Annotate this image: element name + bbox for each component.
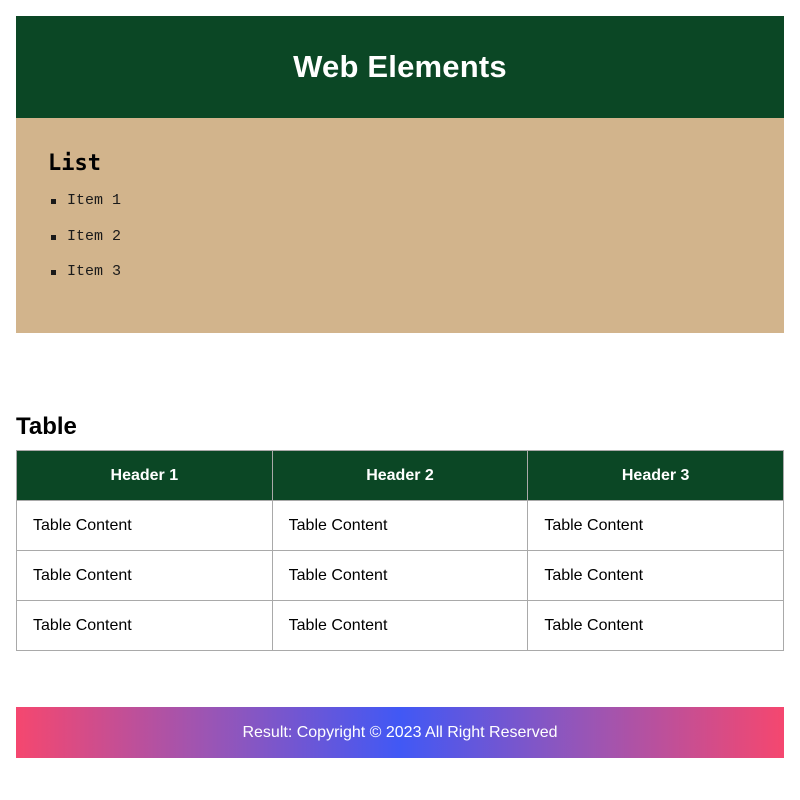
table-cell: Table Content [16, 550, 273, 601]
list-item-label: Item 2 [67, 227, 122, 245]
square-bullet-icon [51, 199, 56, 204]
list-heading: List [48, 151, 101, 176]
item-list: Item 1 Item 2 Item 3 [48, 192, 752, 299]
table-heading: Table [16, 413, 77, 440]
table-cell: Table Content [16, 600, 273, 651]
column-header: Header 2 [271, 450, 529, 501]
list-item: Item 1 [48, 192, 752, 228]
list-item-label: Item 1 [67, 192, 122, 209]
square-bullet-icon [51, 270, 56, 275]
page: Web Elements List Item 1 Item 2 Item 3 T… [16, 16, 784, 758]
table-cell: Table Content [271, 600, 529, 651]
table-row: Table Content Table Content Table Conten… [16, 600, 784, 651]
data-table: Header 1 Header 2 Header 3 Table Content… [16, 450, 784, 651]
page-title: Web Elements [293, 49, 507, 84]
table-row: Table Content Table Content Table Conten… [16, 550, 784, 601]
table-cell: Table Content [271, 550, 529, 601]
column-header: Header 1 [16, 450, 273, 501]
column-header: Header 3 [527, 450, 784, 501]
table-header-row: Header 1 Header 2 Header 3 [16, 450, 784, 501]
table-row: Table Content Table Content Table Conten… [16, 500, 784, 551]
copyright-text: Result: Copyright © 2023 All Right Reser… [242, 723, 558, 741]
table-cell: Table Content [271, 500, 529, 551]
list-item-label: Item 3 [67, 263, 122, 280]
list-section: List Item 1 Item 2 Item 3 [16, 118, 784, 333]
site-header: Web Elements [16, 16, 784, 118]
site-footer: Result: Copyright © 2023 All Right Reser… [16, 707, 784, 758]
square-bullet-icon [51, 234, 56, 240]
table-cell: Table Content [16, 500, 273, 551]
list-item: Item 2 [48, 228, 752, 264]
table-cell: Table Content [527, 550, 784, 601]
table-cell: Table Content [527, 500, 784, 551]
table-cell: Table Content [527, 600, 784, 651]
list-item: Item 3 [48, 263, 752, 299]
